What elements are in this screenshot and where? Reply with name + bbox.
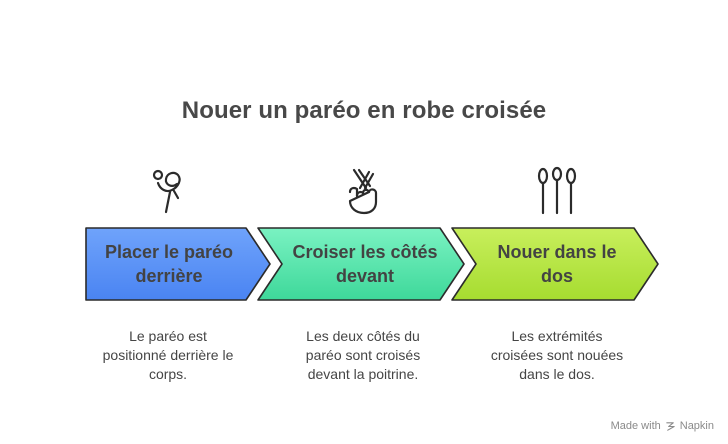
step-3-label: Nouer dans le dos	[497, 242, 617, 286]
step-1-description: Le paréo est positionné derrière le corp…	[102, 328, 234, 382]
diagram-title: Nouer un paréo en robe croisée	[181, 97, 547, 124]
crossed-fingers-icon	[340, 166, 388, 216]
step-2-description: Les deux côtés du paréo sont croisés dev…	[305, 328, 421, 382]
napkin-brand-text: Napkin	[679, 420, 714, 432]
cotton-swabs-icon	[533, 166, 581, 216]
napkin-logo-icon	[666, 421, 675, 431]
step-1-chevron	[85, 227, 271, 301]
step-3-chevron	[451, 227, 659, 301]
step-2-chevron	[257, 227, 465, 301]
step-1-label: Placer le paréo derrière	[104, 242, 234, 286]
step-3-description: Les extrémités croisées sont nouées dans…	[490, 328, 624, 382]
step-2-label: Croiser les côtés devant	[292, 242, 438, 286]
yoga-figure-icon	[146, 166, 194, 216]
napkin-footer: Made with Napkin	[611, 420, 714, 432]
made-with-text: Made with	[610, 420, 661, 432]
